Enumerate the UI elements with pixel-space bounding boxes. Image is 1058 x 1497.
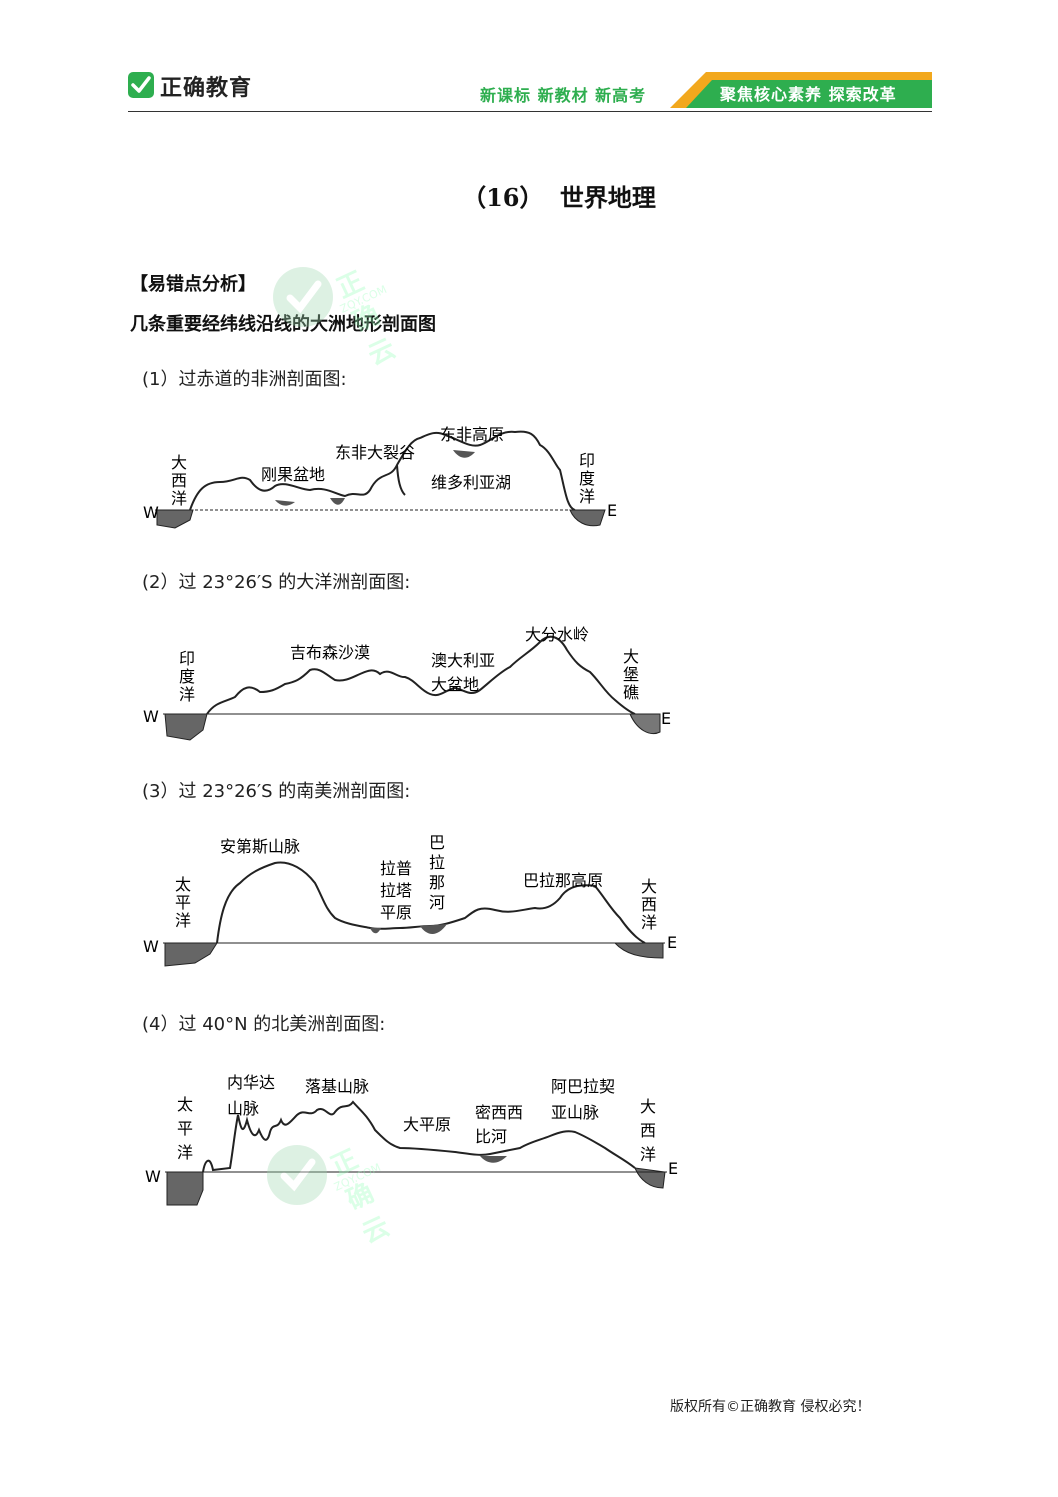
figure-1-label-atlantic: 大西洋 — [171, 453, 187, 508]
header-divider — [128, 111, 932, 112]
figure-3-caption: (3）过 23°26′S 的南美洲剖面图: — [142, 781, 411, 802]
figure-2-label-reef: 大堡礁 — [623, 647, 639, 702]
figure-4-label-nevada-2: 山脉 — [227, 1099, 259, 1118]
figure-2-label: 大分水岭 — [525, 625, 589, 644]
figure-4-west: W — [145, 1167, 161, 1186]
figure-4-caption: (4）过 40°N 的北美洲剖面图: — [142, 1014, 386, 1035]
figure-1-profile: W E 大西洋 刚果盆地 东非大裂谷 东非高原 维多利亚湖 印度洋 — [143, 425, 617, 529]
footer-copyright: 版权所有©正确教育 侵权必究！ — [670, 1399, 871, 1415]
figure-2-label-indian: 印度洋 — [179, 649, 195, 704]
figure-1-west: W — [143, 503, 159, 522]
watermark: 正确云 ZQY.COM — [262, 1140, 394, 1250]
figure-4-label-miss-1: 密西西 — [475, 1103, 523, 1122]
figure-2-profile: W E 印度洋 吉布森沙漠 澳大利亚 大盆地 大分水岭 大堡礁 — [143, 625, 671, 741]
figure-3-label-plata-2: 拉塔 — [380, 881, 412, 900]
figure-1-label: 东非高原 — [440, 425, 504, 444]
title-number: （16） — [462, 183, 544, 212]
figure-4-label-app-1: 阿巴拉契 — [551, 1077, 615, 1096]
title-text: 世界地理 — [559, 183, 656, 212]
figure-3-profile: W E 太平洋 安第斯山脉 拉普 拉塔 平原 巴拉那河 巴拉那高原 大西洋 — [143, 833, 677, 967]
section-subheading: 几条重要经纬线沿线的大洲地形剖面图 — [130, 314, 436, 335]
figure-3-east: E — [667, 933, 677, 952]
watermark: 正确云 ZQY.COM — [268, 262, 400, 372]
figure-2-label-basin-2: 大盆地 — [431, 675, 479, 694]
figure-2-caption: (2）过 23°26′S 的大洋洲剖面图: — [142, 572, 411, 593]
figure-2-label-basin-1: 澳大利亚 — [431, 651, 495, 670]
page-title: （16） 世界地理 — [0, 178, 1058, 213]
figure-1-east: E — [607, 501, 617, 520]
watermark-logo-icon — [273, 267, 333, 327]
figure-4-label-atlantic: 大西洋 — [640, 1097, 656, 1164]
figure-1-label: 刚果盆地 — [261, 465, 325, 484]
figure-1-caption: (1）过赤道的非洲剖面图: — [142, 369, 347, 390]
figure-1-label: 东非大裂谷 — [335, 443, 415, 462]
figure-4-profile: W E 太平洋 内华达 山脉 落基山脉 大平原 密西西 比河 阿巴拉契 亚山脉 … — [145, 1073, 678, 1206]
figure-2-east: E — [661, 709, 671, 728]
figure-4-label: 落基山脉 — [305, 1077, 369, 1096]
figure-2-label: 吉布森沙漠 — [290, 643, 370, 662]
figure-3-west: W — [143, 937, 159, 956]
figure-4-label-miss-2: 比河 — [475, 1127, 507, 1146]
figure-2-west: W — [143, 707, 159, 726]
figure-4-label-nevada-1: 内华达 — [227, 1073, 275, 1092]
logo-check-icon — [128, 72, 154, 98]
figure-3-label-parana-river: 巴拉那河 — [429, 833, 445, 912]
figure-3-label-atlantic: 大西洋 — [641, 877, 657, 932]
figure-1-label-indian: 印度洋 — [579, 451, 595, 506]
watermark-logo-icon — [267, 1145, 327, 1205]
figure-3-label-pacific: 太平洋 — [175, 875, 191, 930]
slogan-right: 聚焦核心素养 探索改革 — [720, 85, 897, 104]
figure-3-label-plata-1: 拉普 — [380, 859, 412, 878]
figure-3-label: 巴拉那高原 — [523, 871, 603, 890]
slogan-banner — [670, 72, 932, 108]
figure-4-label-pacific: 太平洋 — [177, 1095, 193, 1162]
figure-1-label: 维多利亚湖 — [431, 473, 511, 492]
slogan-left: 新课标 新教材 新高考 — [480, 86, 647, 105]
section-heading: 【易错点分析】 — [130, 274, 256, 295]
figure-4-label-app-2: 亚山脉 — [551, 1103, 599, 1122]
logo-text: 正确教育 — [160, 76, 253, 101]
figure-3-label-plata-3: 平原 — [380, 903, 412, 922]
figure-4-label: 大平原 — [403, 1115, 451, 1134]
figure-3-label: 安第斯山脉 — [220, 837, 300, 856]
figure-4-east: E — [668, 1159, 678, 1178]
